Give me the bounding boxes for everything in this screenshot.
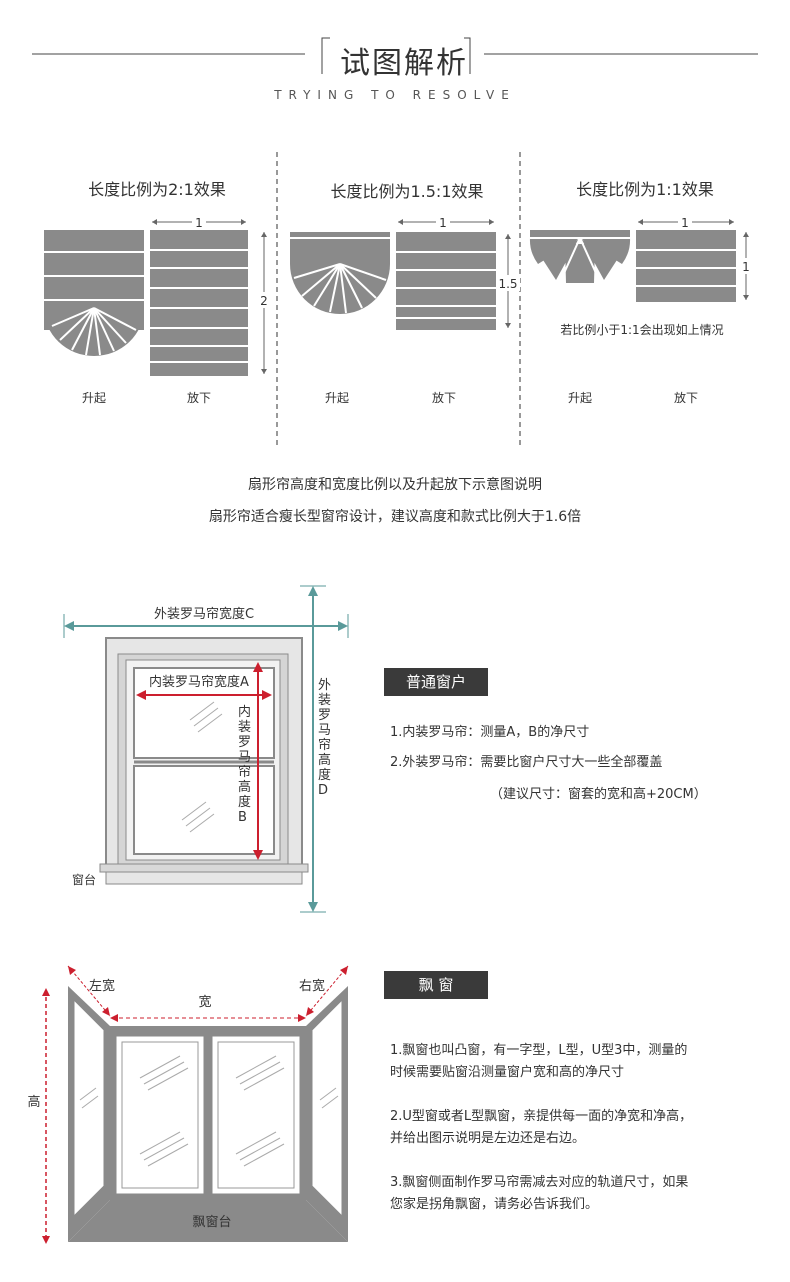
bay-right-width-label: 右宽 [299, 978, 325, 994]
lowered-label-3: 放下 [674, 390, 698, 405]
header-decoration [32, 37, 758, 74]
raised-label-2: 升起 [325, 391, 349, 405]
lowered-label-1: 放下 [187, 390, 211, 405]
normal-item-2b: （建议尺寸：窗套的宽和高+20CM） [490, 787, 707, 802]
bay-p3a: 3.飘窗侧面制作罗马帘需减去对应的轨道尺寸，如果 [390, 1175, 689, 1190]
bay-p2b: 并给出图示说明是左边还是右边。 [390, 1131, 586, 1146]
outer-width-label: 外装罗马帘宽度C [154, 606, 254, 622]
width-label-2: 1 [439, 216, 447, 230]
lowered-curtain-2-1: 1 2 [150, 215, 271, 376]
caption-line-2: 扇形帘适合瘦长型窗帘设计，建议高度和款式比例大于1.6倍 [208, 509, 582, 525]
height-label-3: 1 [742, 260, 750, 274]
normal-item-1: 1.内装罗马帘：测量A，B的净尺寸 [390, 725, 590, 740]
normal-item-2: 2.外装罗马帘：需要比窗户尺寸大一些全部覆盖 [390, 755, 663, 770]
height-label-1: 2 [260, 294, 268, 308]
page-subtitle: TRYING TO RESOLVE [274, 88, 516, 102]
window-diagram: 外装罗马帘宽度C 窗台 内装罗马帘宽度A [63, 585, 349, 913]
ratio-note: 若比例小于1:1会出现如上情况 [560, 322, 723, 337]
lowered-curtain-1-1: 1 1 [636, 215, 754, 302]
ratio-diagrams: 1 2 1 [44, 152, 754, 445]
sill-label: 窗台 [72, 872, 96, 887]
normal-window-badge: 普通窗户 [384, 668, 488, 696]
raised-curtain-2-1 [44, 230, 144, 356]
bay-height-label: 高 [27, 1094, 40, 1110]
bay-window-diagram: 高 飘窗台 左宽 宽 右宽 [27, 965, 349, 1244]
bay-p1b: 时候需要贴窗沿测量窗户宽和高的净尺寸 [390, 1065, 625, 1080]
bay-p1a: 1.飘窗也叫凸窗，有一字型，L型，U型3中，测量的 [390, 1043, 688, 1058]
bay-p3b: 您家是拐角飘窗，请务必告诉我们。 [390, 1197, 599, 1212]
inner-height-label: 内装罗马帘高度B [238, 705, 252, 825]
header: 试图解析 TRYING TO RESOLVE [0, 0, 790, 120]
bay-sill-label: 飘窗台 [192, 1214, 231, 1230]
outer-height-label: 外装罗马帘高度D [318, 678, 332, 798]
ratio-title-2: 长度比例为1.5:1效果 [330, 182, 484, 201]
bay-window-badge: 飘 窗 [384, 971, 488, 999]
inner-width-label: 内装罗马帘宽度A [149, 674, 249, 690]
caption-line-1: 扇形帘高度和宽度比例以及升起放下示意图说明 [248, 477, 542, 493]
bay-width-label: 宽 [198, 994, 211, 1010]
ratio-title-3: 长度比例为1:1效果 [576, 180, 714, 199]
lowered-label-2: 放下 [432, 390, 456, 405]
raised-curtain-1-5-1 [290, 232, 390, 314]
bay-p2a: 2.U型窗或者L型飘窗，亲提供每一面的净宽和净高， [390, 1109, 693, 1124]
bay-left-width-label: 左宽 [89, 978, 115, 994]
raised-label-3: 升起 [568, 391, 592, 405]
ratio-title-1: 长度比例为2:1效果 [88, 180, 226, 199]
lowered-curtain-1-5-1: 1 1.5 [396, 215, 520, 330]
raised-curtain-1-1 [529, 230, 631, 283]
height-label-2: 1.5 [498, 277, 517, 291]
width-label-1: 1 [195, 216, 203, 230]
width-label-3: 1 [681, 216, 689, 230]
raised-label-1: 升起 [82, 391, 106, 405]
page-title: 试图解析 [340, 46, 468, 81]
